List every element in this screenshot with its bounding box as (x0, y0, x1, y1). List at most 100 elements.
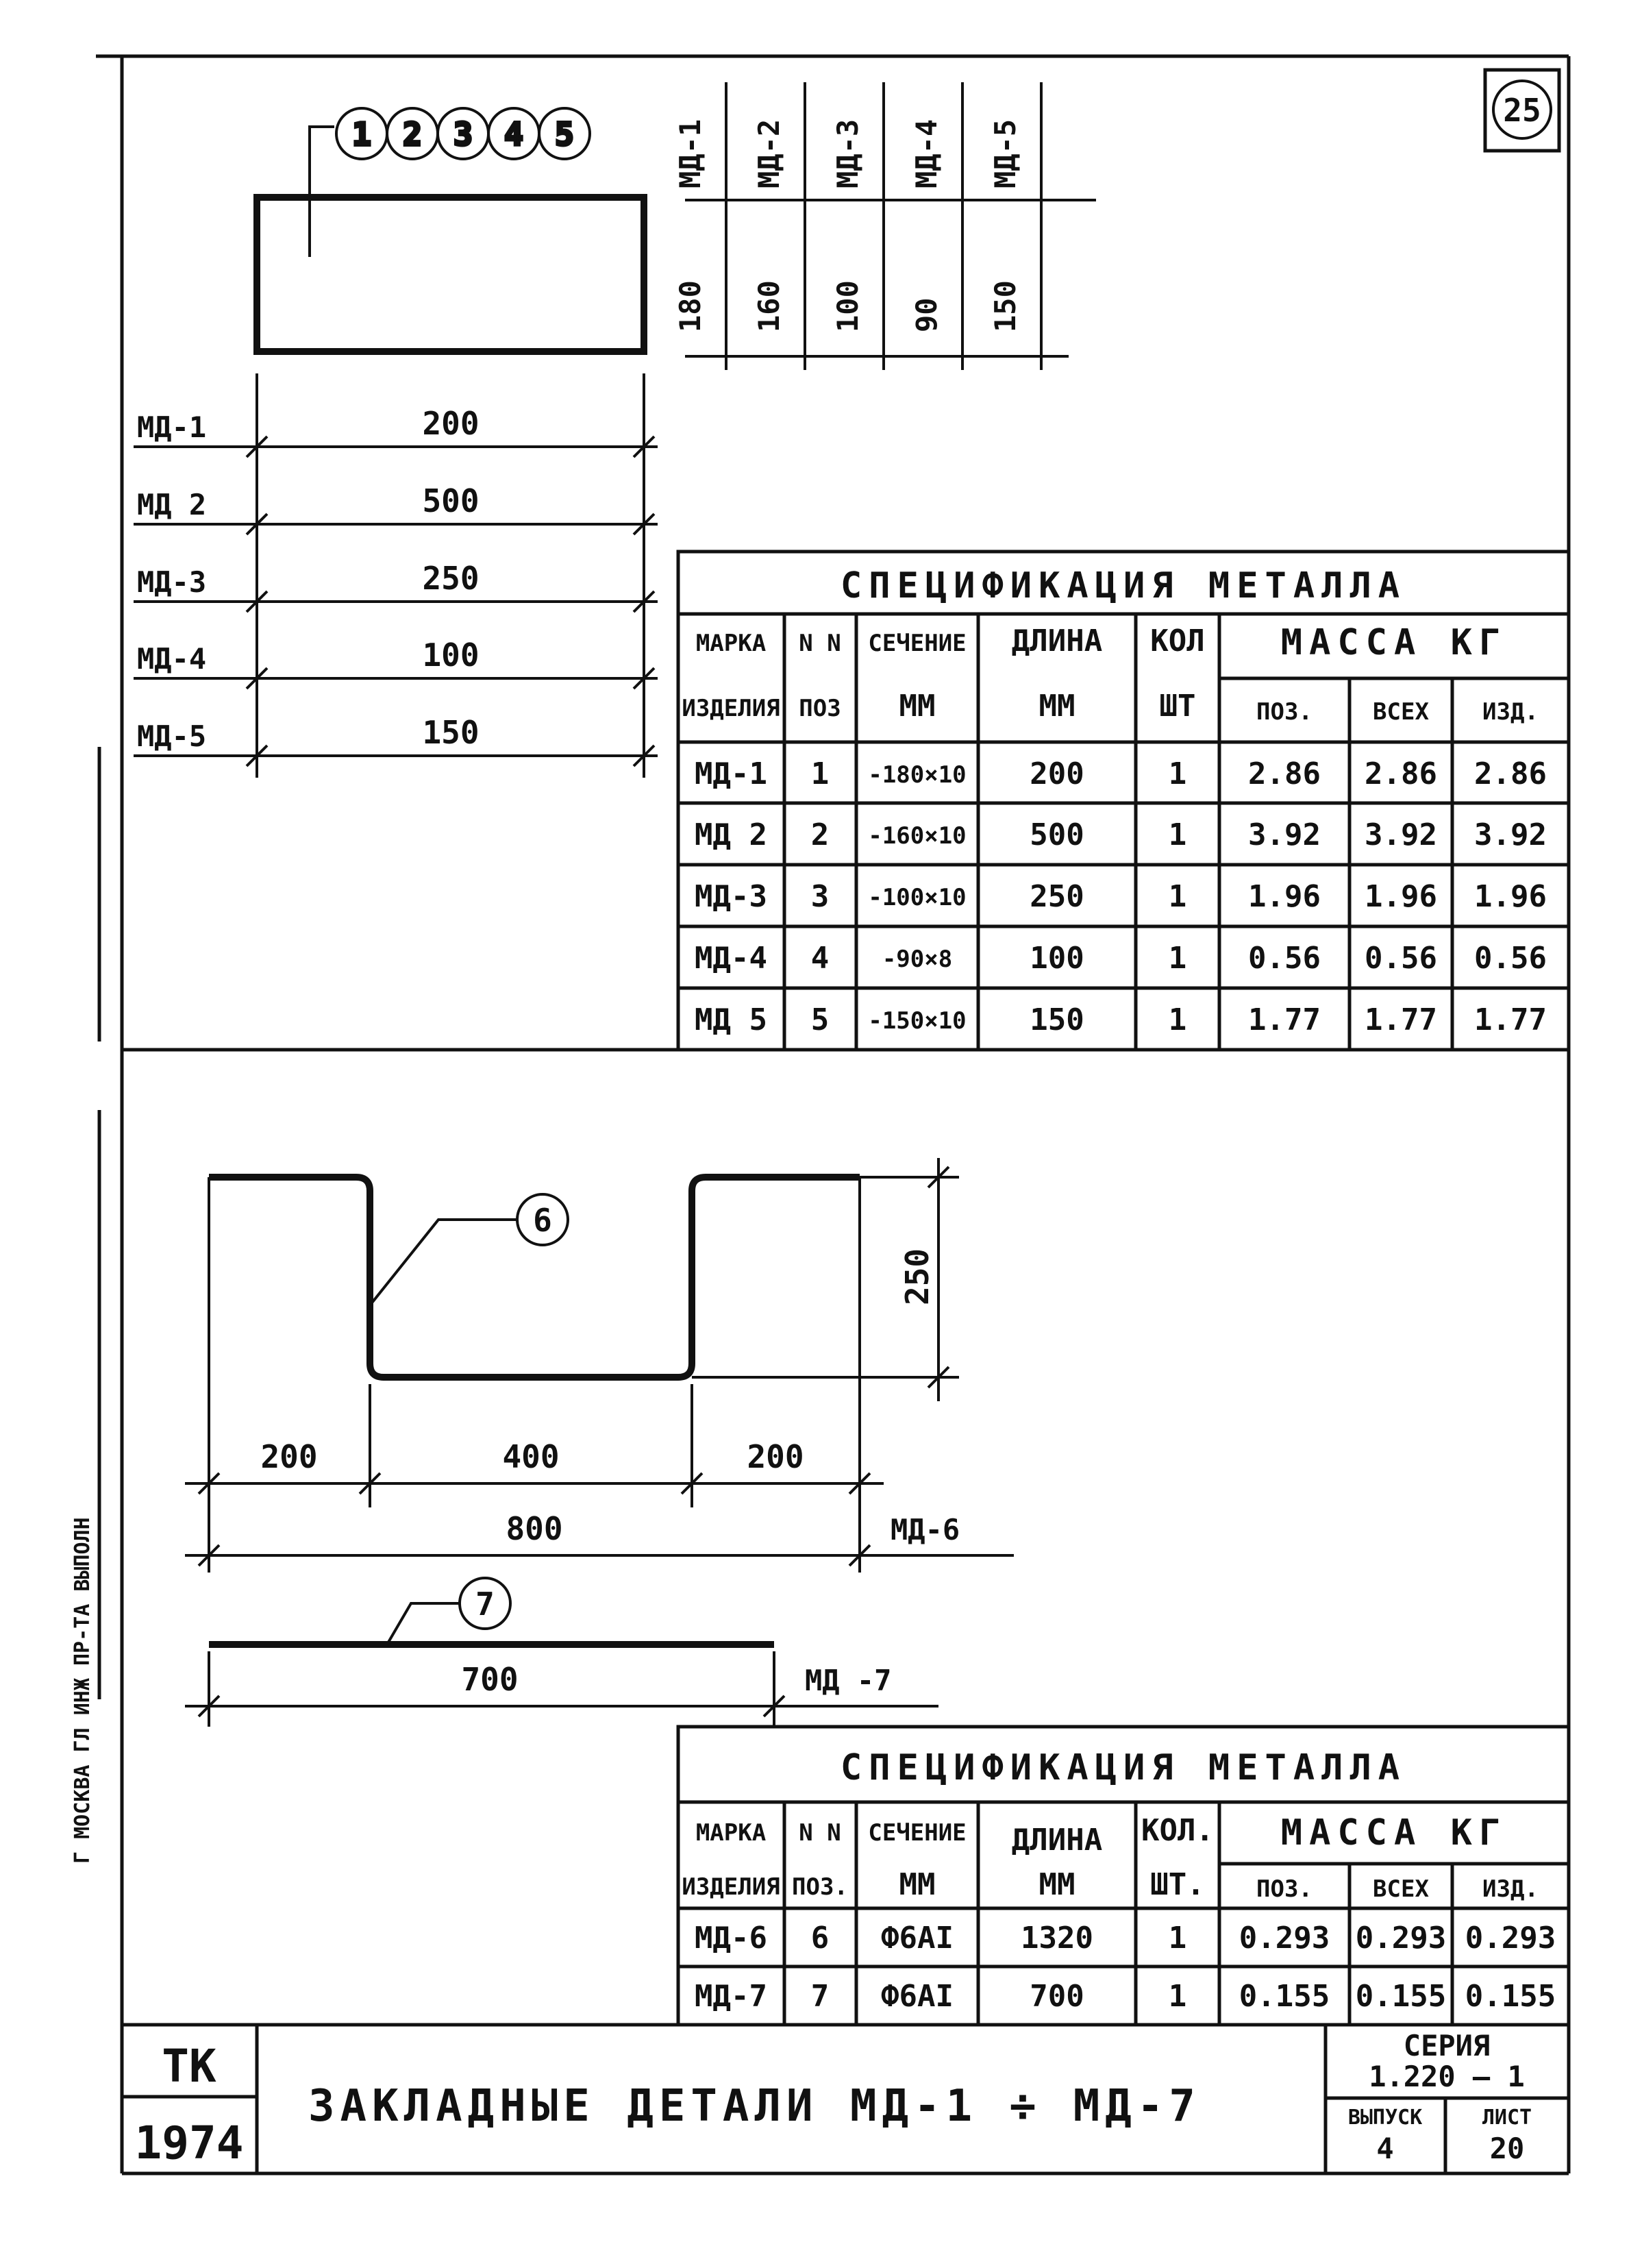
svg-text:ВСЕХ: ВСЕХ (1373, 1875, 1429, 1903)
callout-6: 6 (533, 1202, 552, 1239)
svg-text:МД-7: МД-7 (695, 1979, 767, 2014)
svg-text:1: 1 (1169, 879, 1187, 914)
svg-text:0.56: 0.56 (1248, 941, 1321, 976)
svg-text:СЕЧЕНИЕ: СЕЧЕНИЕ (868, 630, 966, 657)
svg-text:ПОЗ: ПОЗ (799, 695, 841, 722)
svg-text:1.77: 1.77 (1248, 1002, 1321, 1037)
dim-right: 200 (747, 1438, 804, 1475)
width-value-5: 150 (988, 280, 1022, 332)
length-value-4: 100 (422, 637, 479, 674)
svg-text:ММ: ММ (1039, 689, 1075, 724)
svg-text:1: 1 (1169, 756, 1187, 791)
svg-text:3: 3 (453, 116, 473, 153)
svg-text:2.86: 2.86 (1365, 756, 1437, 791)
svg-text:3.92: 3.92 (1474, 817, 1547, 852)
svg-text:200: 200 (1030, 756, 1084, 791)
svg-text:ИЗД.: ИЗД. (1482, 698, 1539, 726)
svg-text:МАССА КГ: МАССА КГ (1281, 622, 1507, 663)
length-value-2: 500 (422, 482, 479, 519)
spec-table-1: СПЕЦИФИКАЦИЯ МЕТАЛЛА МАРКА ИЗДЕЛИЯ N N П… (676, 550, 1571, 1052)
svg-text:1.96: 1.96 (1248, 879, 1321, 914)
svg-text:0.155: 0.155 (1239, 1979, 1330, 2014)
svg-text:Ф6АI: Ф6АI (881, 1921, 954, 1956)
svg-text:1: 1 (1169, 817, 1187, 852)
mark-md6: МД-6 (891, 1513, 960, 1546)
svg-text:6: 6 (811, 1921, 830, 1956)
svg-text:1.77: 1.77 (1365, 1002, 1437, 1037)
svg-text:5: 5 (555, 116, 574, 153)
svg-text:ВСЕХ: ВСЕХ (1373, 698, 1429, 726)
svg-text:3.92: 3.92 (1365, 817, 1437, 852)
svg-text:-150×10: -150×10 (868, 1007, 966, 1035)
svg-text:2.86: 2.86 (1474, 756, 1547, 791)
spec-1-row: МД 5 5 -150×10 150 1 1.77 1.77 1.77 (695, 1002, 1547, 1037)
svg-text:МАРКА: МАРКА (696, 1819, 766, 1847)
svg-text:ДЛИНА: ДЛИНА (1012, 624, 1102, 658)
length-dimensions: МД-1 200 МД 2 500 МД-3 250 МД-4 100 МД-5… (134, 373, 658, 778)
dim-total: 800 (506, 1510, 562, 1547)
svg-text:ММ: ММ (1039, 1867, 1075, 1902)
width-mark-4: МД-4 (910, 119, 943, 188)
callout-3: 3 (436, 107, 490, 160)
length-value-3: 250 (422, 560, 479, 597)
series-label: СЕРИЯ (1404, 2029, 1490, 2062)
svg-text:-100×10: -100×10 (868, 884, 966, 911)
svg-text:ИЗДЕЛИЯ: ИЗДЕЛИЯ (682, 695, 780, 722)
svg-text:25: 25 (1503, 92, 1541, 129)
spec-1-row: МД 2 2 -160×10 500 1 3.92 3.92 3.92 (695, 817, 1547, 852)
svg-text:0.56: 0.56 (1365, 941, 1437, 976)
svg-text:0.293: 0.293 (1465, 1921, 1556, 1956)
dim-middle: 400 (502, 1438, 559, 1475)
svg-text:ИЗД.: ИЗД. (1482, 1875, 1539, 1903)
callout-7: 7 (475, 1586, 495, 1623)
spec-2-row: МД-6 6 Ф6АI 1320 1 0.293 0.293 0.293 (695, 1921, 1556, 1956)
issue-number: 4 (1376, 2132, 1393, 2165)
svg-text:1320: 1320 (1021, 1921, 1093, 1956)
bent-part-drawing: 6 250 200 400 200 800 МД-6 (185, 1158, 1014, 1573)
svg-text:1.77: 1.77 (1474, 1002, 1547, 1037)
svg-text:Ф6АI: Ф6АI (881, 1979, 954, 2014)
svg-text:1: 1 (1169, 1979, 1187, 2014)
width-mark-1: МД-1 (673, 119, 707, 188)
svg-text:-90×8: -90×8 (882, 946, 952, 973)
svg-text:ШТ: ШТ (1160, 689, 1196, 724)
drawing-title: ЗАКЛАДНЫЕ ДЕТАЛИ МД-1 ÷ МД-7 (308, 2081, 1201, 2132)
svg-text:МД 2: МД 2 (695, 817, 767, 852)
svg-text:5: 5 (811, 1002, 830, 1037)
svg-text:2: 2 (403, 116, 422, 153)
title-block: ТК 1974 ЗАКЛАДНЫЕ ДЕТАЛИ МД-1 ÷ МД-7 СЕР… (122, 2025, 1569, 2173)
svg-text:ПОЗ.: ПОЗ. (792, 1873, 848, 1901)
sheet-label: ЛИСТ (1482, 2106, 1532, 2130)
spec-1-row: МД-3 3 -100×10 250 1 1.96 1.96 1.96 (695, 879, 1547, 914)
length-mark-4: МД-4 (137, 642, 206, 676)
issue-label: ВЫПУСК (1348, 2106, 1422, 2130)
svg-text:500: 500 (1030, 817, 1084, 852)
position-callouts: 1 2 3 4 5 (335, 107, 591, 160)
svg-text:2.86: 2.86 (1248, 756, 1321, 791)
svg-text:4: 4 (504, 116, 523, 153)
svg-text:1: 1 (811, 756, 830, 791)
svg-text:МД-4: МД-4 (695, 941, 767, 976)
width-mark-5: МД-5 (988, 119, 1022, 188)
svg-text:1: 1 (352, 116, 371, 153)
length-mark-3: МД-3 (137, 565, 206, 599)
width-mark-2: МД-2 (752, 119, 786, 188)
page-number: 25 (1492, 79, 1552, 140)
callout-4: 4 (487, 107, 540, 160)
mark-md7: МД -7 (805, 1664, 891, 1697)
svg-text:КОЛ: КОЛ (1150, 624, 1204, 658)
svg-text:2: 2 (811, 817, 830, 852)
svg-text:-180×10: -180×10 (868, 761, 966, 789)
width-value-3: 100 (831, 280, 864, 332)
spec-1-row: МД-4 4 -90×8 100 1 0.56 0.56 0.56 (695, 941, 1547, 976)
svg-text:МАССА КГ: МАССА КГ (1281, 1812, 1507, 1853)
dim-length-7: 700 (461, 1661, 518, 1698)
width-mark-3: МД-3 (831, 119, 864, 188)
length-value-1: 200 (422, 405, 479, 442)
svg-text:КОЛ.: КОЛ. (1141, 1813, 1214, 1848)
svg-text:0.155: 0.155 (1356, 1979, 1446, 2014)
org-code: ТК (162, 2040, 216, 2093)
widths-table: МД-1 МД-2 МД-3 МД-4 МД-5 180 160 100 90 … (673, 82, 1096, 370)
svg-text:МД-6: МД-6 (695, 1921, 767, 1956)
